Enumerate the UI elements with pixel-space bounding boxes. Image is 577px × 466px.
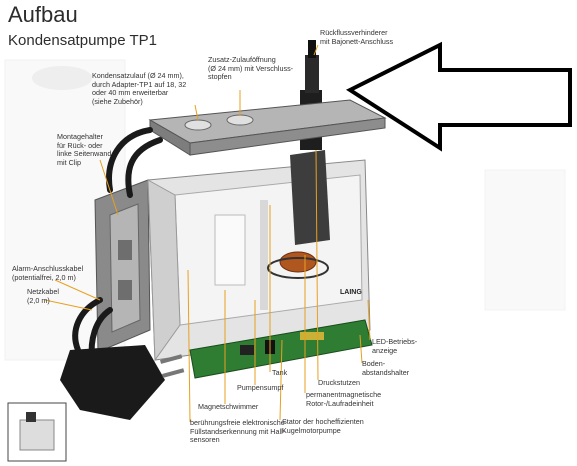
label-druckstutzen: Druckstutzen bbox=[318, 378, 360, 387]
label-pumpensumpf: Pumpensumpf bbox=[237, 383, 284, 392]
label-kondensatzulauf: Kondensatzulauf (Ø 24 mm), durch Adapter… bbox=[92, 71, 187, 106]
label-montagehalter: Montagehalter für Rück- oder linke Seite… bbox=[57, 132, 112, 167]
pump-lid bbox=[148, 99, 387, 156]
thumbnail-inset bbox=[7, 402, 67, 462]
label-bodenabstandshalter: Boden- abstandshalter bbox=[362, 359, 410, 377]
label-zusatz-zulauf: Zusatz-Zulauföffnung (Ø 24 mm) mit Versc… bbox=[208, 55, 294, 82]
label-alarm-kabel: Alarm-Anschlusskabel (potentialfrei, 2,0… bbox=[12, 264, 84, 282]
label-tank: Tank bbox=[272, 368, 288, 377]
leader-lines bbox=[44, 44, 371, 423]
brand-logo: LAING bbox=[340, 289, 362, 296]
label-rueckflussverhinderer: Rückflussverhinderer mit Bajonett-Anschl… bbox=[320, 28, 394, 46]
motor-column bbox=[290, 40, 330, 245]
page-subtitle: Kondensatpumpe TP1 bbox=[8, 32, 157, 49]
label-stator: Stator der hocheffizienten Kugelmotorpum… bbox=[282, 417, 364, 435]
mounting-bracket bbox=[94, 179, 151, 353]
power-plug bbox=[60, 345, 185, 420]
label-fuellstandserkennung: berührungsfreie elektronische Füllstands… bbox=[190, 418, 286, 445]
label-magnetschwimmer: Magnetschwimmer bbox=[198, 402, 259, 411]
label-rotor: permanentmagnetische Rotor-/Laufradeinhe… bbox=[306, 390, 382, 408]
label-led-anzeige: LED-Betriebs- anzeige bbox=[372, 337, 418, 355]
callout-arrow bbox=[345, 41, 572, 152]
page-title: Aufbau bbox=[8, 2, 78, 27]
label-netzkabel: Netzkabel (2,0 m) bbox=[27, 287, 59, 305]
